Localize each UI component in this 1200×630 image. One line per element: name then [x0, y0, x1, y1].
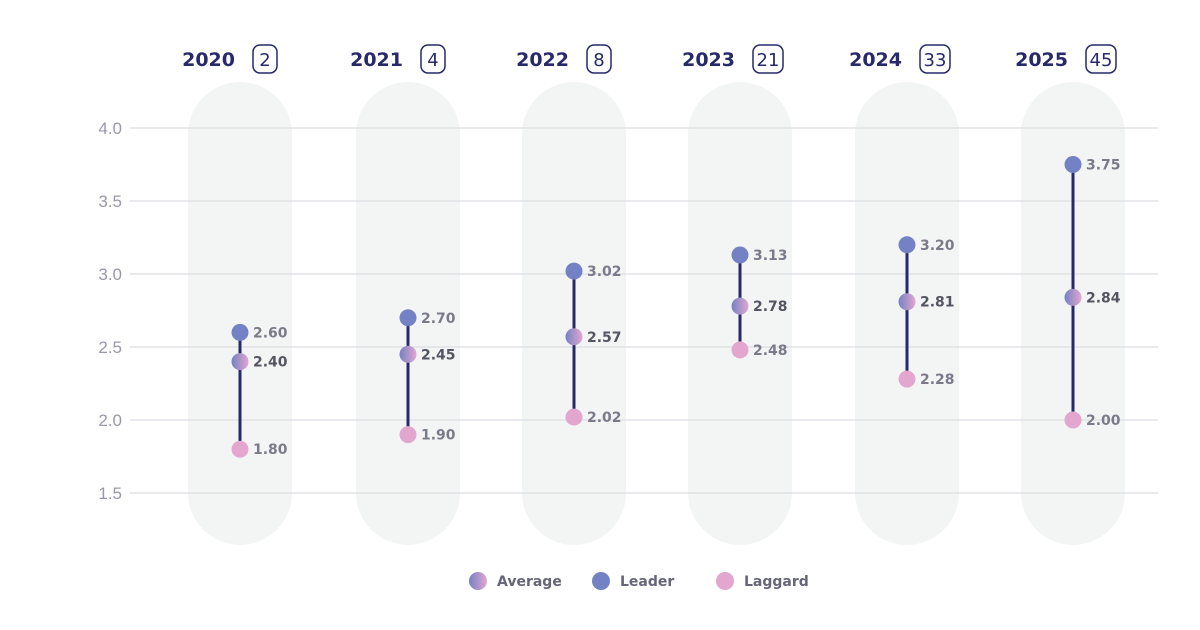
leader-value-label: 3.20 — [920, 238, 955, 254]
average-value-label: 2.84 — [1086, 290, 1121, 306]
count-badge — [1085, 44, 1117, 74]
count-badge — [586, 44, 612, 74]
y-tick-label: 1.5 — [98, 484, 122, 503]
laggard-point — [898, 370, 916, 388]
laggard-value-label: 2.00 — [1086, 413, 1121, 429]
y-tick-label: 4.0 — [98, 119, 122, 138]
laggard-value-label: 1.90 — [421, 428, 456, 444]
legend-laggard-swatch — [716, 572, 734, 590]
leader-point — [731, 246, 749, 264]
count-badge — [252, 44, 278, 74]
laggard-point — [399, 426, 417, 444]
y-tick-label: 3.0 — [98, 265, 122, 284]
leader-value-label: 3.13 — [753, 248, 788, 264]
year-label: 2022 — [516, 49, 569, 71]
leader-point — [565, 262, 583, 280]
average-point — [399, 345, 417, 363]
count-badge — [919, 44, 951, 74]
average-value-label: 2.40 — [253, 355, 288, 371]
leader-value-label: 3.75 — [1086, 158, 1121, 174]
average-point — [565, 328, 583, 346]
average-value-label: 2.78 — [753, 299, 788, 315]
laggard-value-label: 2.48 — [753, 343, 788, 359]
leader-point — [898, 236, 916, 254]
leader-point — [399, 309, 417, 327]
legend-average-label: Average — [497, 574, 562, 590]
count-label: 33 — [924, 50, 947, 71]
year-band — [188, 82, 292, 545]
leader-value-label: 2.60 — [253, 325, 288, 341]
laggard-point — [565, 408, 583, 426]
legend-average-swatch — [469, 572, 487, 590]
laggard-value-label: 2.28 — [920, 372, 955, 388]
year-label: 2023 — [682, 49, 735, 71]
count-label: 2 — [259, 50, 270, 71]
laggard-value-label: 2.02 — [587, 410, 622, 426]
legend-leader-label: Leader — [620, 574, 674, 590]
average-point — [731, 297, 749, 315]
average-value-label: 2.81 — [920, 295, 955, 311]
leader-point — [231, 323, 249, 341]
count-badge — [420, 44, 446, 74]
average-point — [231, 353, 249, 371]
y-tick-label: 2.5 — [98, 338, 122, 357]
laggard-point — [1064, 411, 1082, 429]
year-label: 2025 — [1015, 49, 1068, 71]
leader-value-label: 3.02 — [587, 264, 622, 280]
count-label: 4 — [427, 50, 438, 71]
average-value-label: 2.57 — [587, 330, 622, 346]
year-label: 2021 — [350, 49, 403, 71]
year-label: 2024 — [849, 49, 902, 71]
leader-point — [1064, 156, 1082, 173]
year-label: 2020 — [182, 49, 235, 71]
laggard-point — [231, 440, 249, 458]
count-label: 45 — [1090, 50, 1113, 71]
laggard-value-label: 1.80 — [253, 442, 288, 458]
average-value-label: 2.45 — [421, 347, 456, 363]
laggard-point — [731, 341, 749, 359]
count-label: 21 — [757, 50, 780, 71]
average-point — [898, 293, 916, 311]
leader-value-label: 2.70 — [421, 311, 456, 327]
legend-laggard-label: Laggard — [744, 574, 809, 590]
average-point — [1064, 288, 1082, 306]
y-tick-label: 2.0 — [98, 411, 122, 430]
count-label: 8 — [593, 50, 604, 71]
count-badge — [752, 44, 784, 74]
legend-leader-swatch — [592, 572, 610, 590]
y-tick-label: 3.5 — [98, 192, 122, 211]
